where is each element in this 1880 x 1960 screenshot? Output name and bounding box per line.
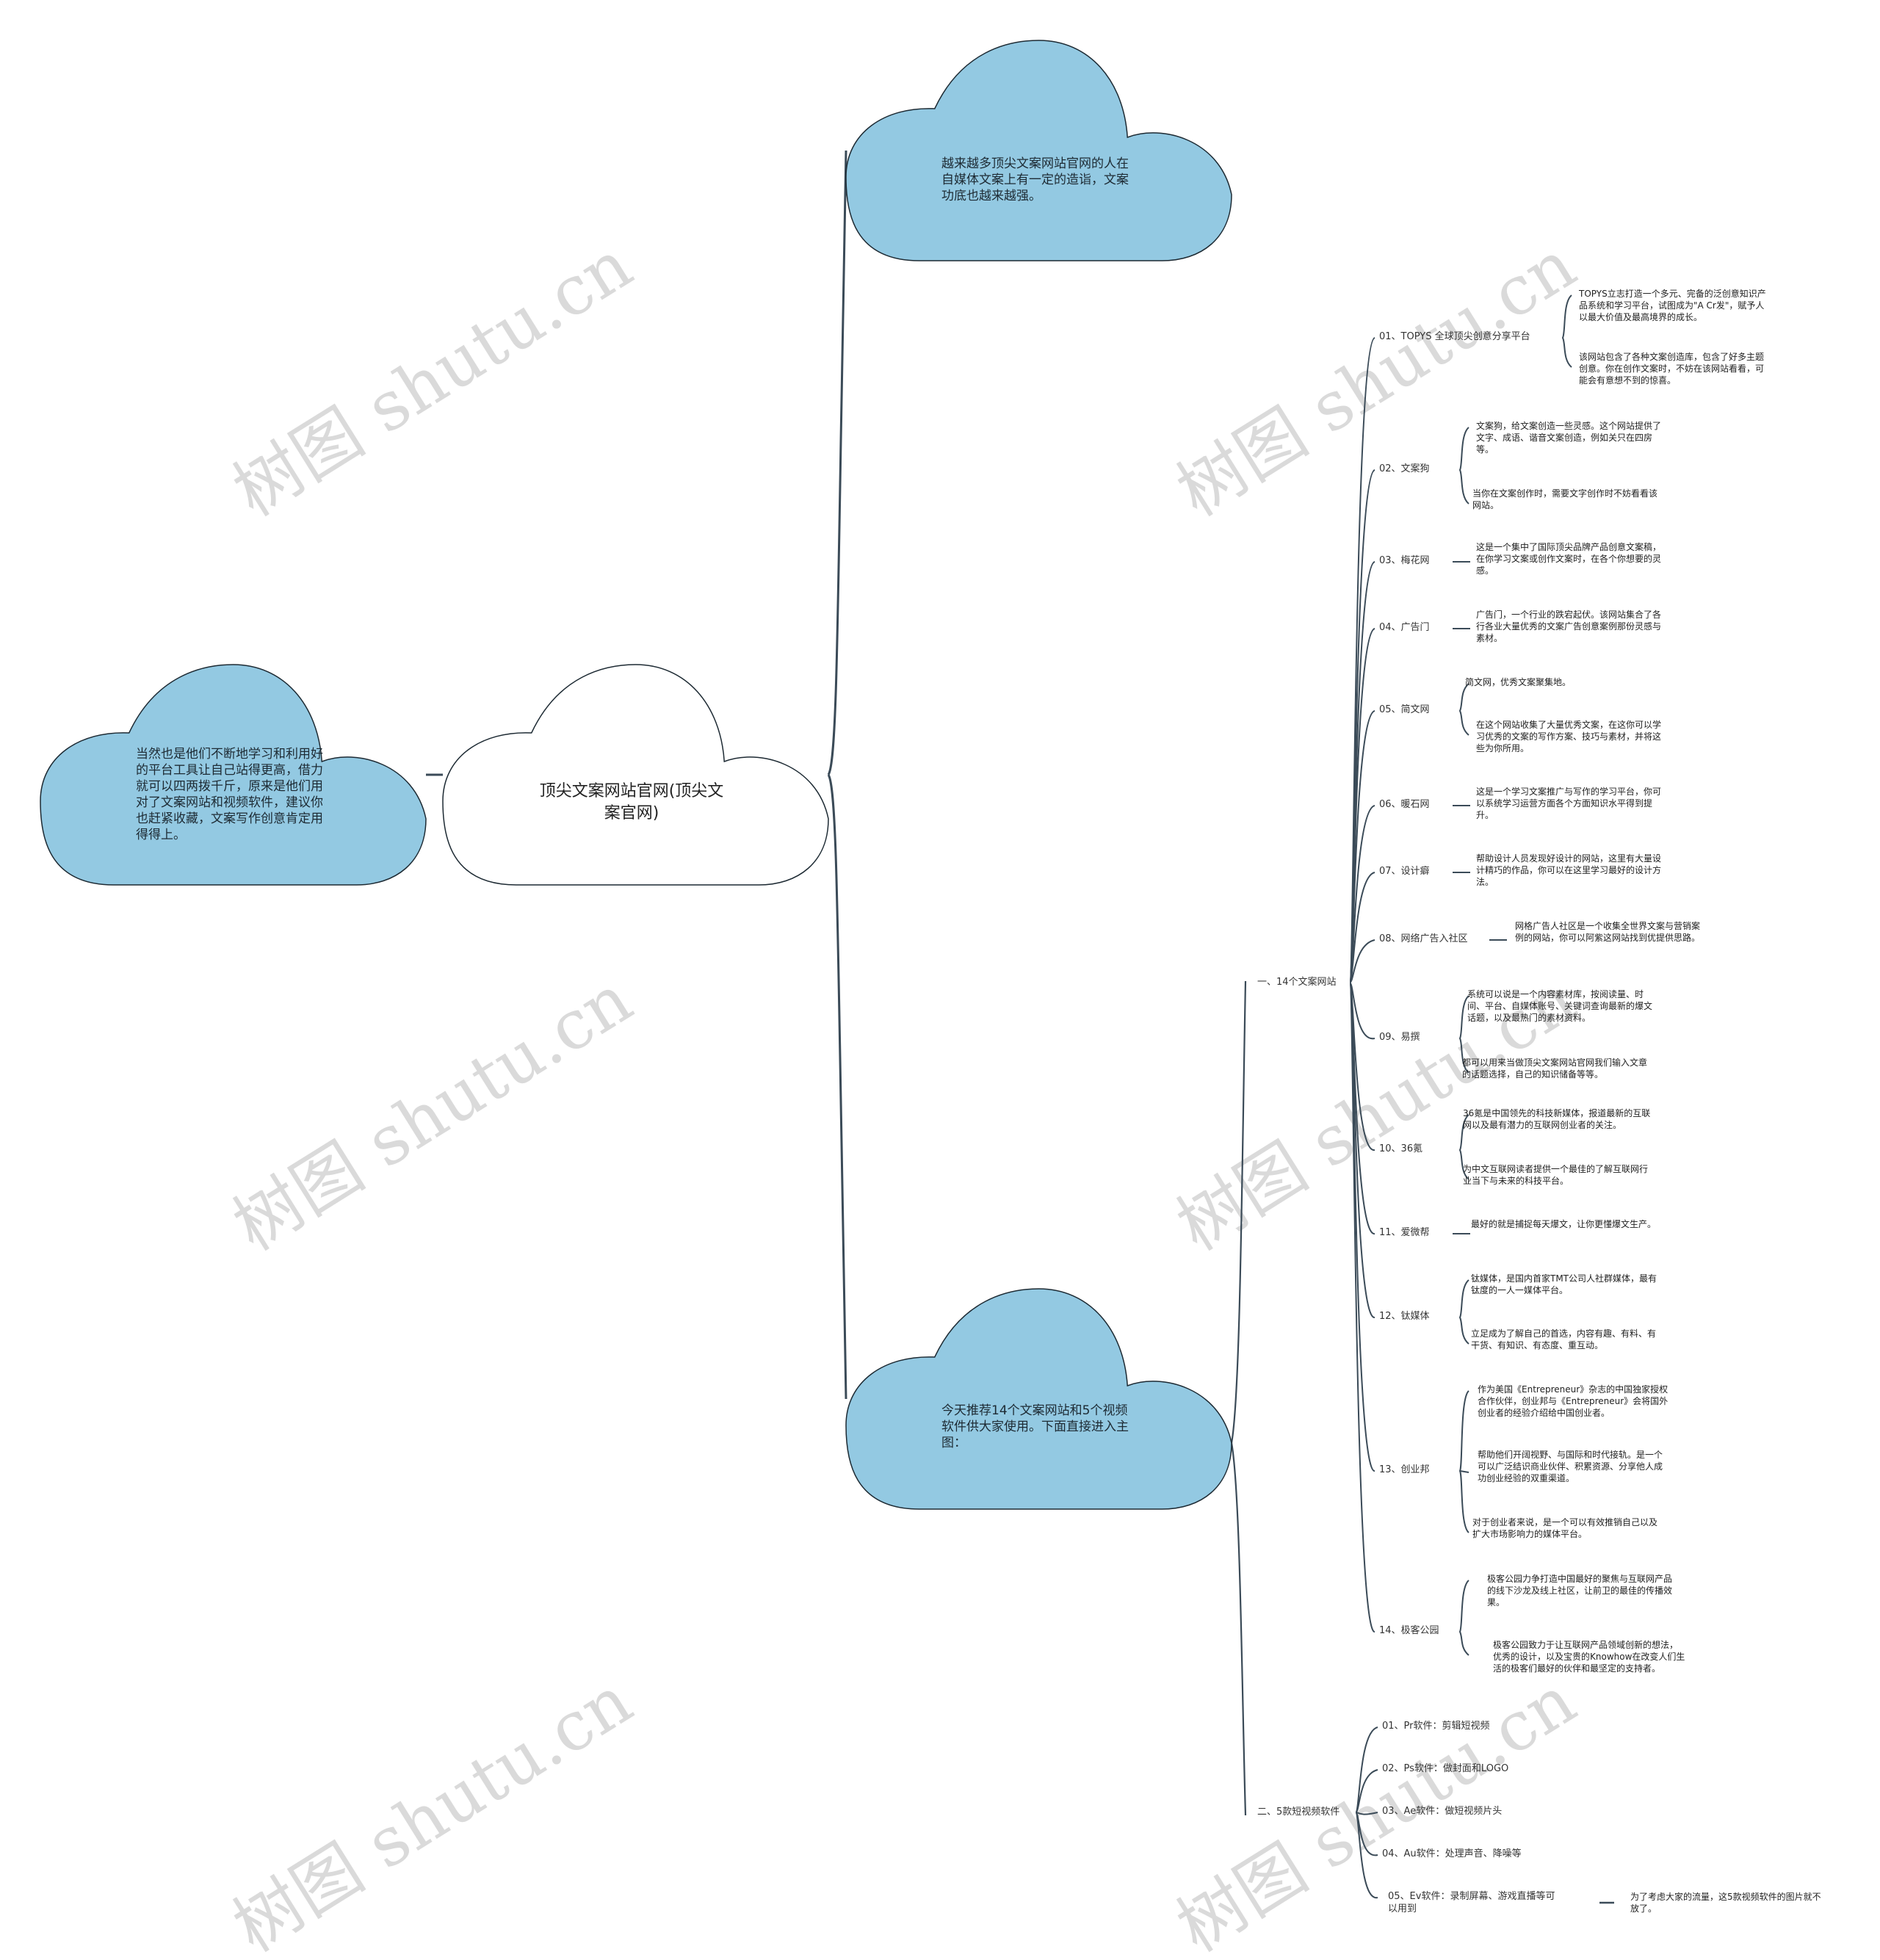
site-detail: 为中文互联网读者提供一个最佳的了解互联网行业当下与未来的科技平台。 (1463, 1164, 1649, 1186)
site-detail: 简文网，优秀文案聚集地。 (1465, 677, 1572, 687)
top-cloud-text: 越来越多顶尖文案网站官网的人在自媒体文案上有一定的造诣，文案功底也越来越强。 (941, 156, 1129, 203)
site-label-11[interactable]: 11、爱微帮 (1379, 1227, 1430, 1238)
site-label-7[interactable]: 07、设计癖 (1379, 866, 1430, 877)
site-label-5[interactable]: 05、简文网 (1379, 704, 1430, 715)
site-label-14[interactable]: 14、极客公园 (1379, 1625, 1439, 1636)
site-detail: 当你在文案创作时，需要文字创作时不妨看看该网站。 (1472, 488, 1658, 510)
trunk-up (827, 150, 847, 775)
branch-video (1230, 1442, 1247, 1816)
watermark: 树图 shutu.cn (220, 960, 645, 1266)
site-detail: 都可以用来当做顶尖文案网站官网我们输入文章的话题选择，自己的知识储备等等。 (1462, 1057, 1648, 1080)
video-label-1[interactable]: 01、Pr软件：剪辑短视频 (1382, 1721, 1490, 1732)
root-topic[interactable]: 顶尖文案网站官网(顶尖文案官网) (539, 782, 724, 822)
site-label-13[interactable]: 13、创业邦 (1379, 1464, 1430, 1475)
site-label-3[interactable]: 03、梅花网 (1379, 555, 1430, 566)
left-cloud-text: 当然也是他们不断地学习和利用好的平台工具让自己站得更高，借力就可以四两拨千斤，原… (136, 747, 323, 842)
site-label-12[interactable]: 12、钛媒体 (1379, 1311, 1430, 1322)
video-label-2[interactable]: 02、Ps软件：做封面和LOGO (1382, 1763, 1509, 1774)
brace-site-2 (1458, 427, 1469, 505)
brace-site-10 (1458, 1114, 1469, 1180)
branch-site-8 (1349, 939, 1375, 983)
branch-video-2 (1355, 1769, 1378, 1813)
root-cloud[interactable] (442, 664, 829, 886)
site-detail: 在这个网站收集了大量优秀文案，在这你可以学习优秀的文案的写作方案、技巧与素材，并… (1476, 720, 1662, 753)
bottom-cloud[interactable] (845, 1288, 1232, 1510)
site-detail: 立足成为了解自己的首选，内容有趣、有料、有干货、有知识、有态度、重互动。 (1471, 1328, 1657, 1350)
site-detail: 对于创业者来说，是一个可以有效推销自己以及扩大市场影响力的媒体平台。 (1472, 1517, 1658, 1539)
top-cloud[interactable] (845, 40, 1232, 261)
brace-site-14 (1458, 1580, 1469, 1656)
branch-site-7 (1349, 872, 1375, 983)
site-detail: 这是一个学习文案推广与写作的学习平台，你可以系统学习运营方面各个方面知识水平得到… (1476, 786, 1662, 820)
site-detail: 帮助他们开阔视野、与国际和时代接轨。是一个可以广泛结识商业伙伴、积累资源、分享他… (1478, 1450, 1663, 1483)
site-detail: 钛媒体，是国内首家TMT公司人社群媒体，最有钛度的一人一媒体平台。 (1471, 1273, 1657, 1295)
site-detail: 系统可以说是一个内容素材库，按阅读量、时间、平台、自媒体账号、关键词查询最新的爆… (1467, 989, 1653, 1023)
site-detail: 极客公园力争打造中国最好的聚焦与互联网产品的线下沙龙及线上社区，让前卫的最佳的传… (1487, 1574, 1673, 1608)
brace-site-9 (1458, 995, 1469, 1074)
brace-site-12 (1458, 1279, 1469, 1345)
site-detail: 极客公园致力于让互联网产品领域创新的想法，优秀的设计，以及宝贵的Knowhow在… (1493, 1640, 1685, 1674)
site-detail: 作为美国《Entrepreneur》杂志的中国独家授权合作伙伴，创业邦与《Ent… (1478, 1384, 1668, 1418)
left-cloud[interactable] (40, 664, 427, 886)
site-label-2[interactable]: 02、文案狗 (1379, 463, 1430, 474)
site-detail: 网格广告人社区是一个收集全世界文案与营销案例的网站，你可以阿紫这网站找到优提供思… (1515, 921, 1701, 943)
brace-site-1 (1561, 294, 1572, 368)
branch-video-5 (1355, 1812, 1378, 1899)
site-detail: TOPYS立志打造一个多元、完备的泛创意知识产品系统和学习平台，试图成为"A C… (1579, 289, 1766, 322)
site-label-9[interactable]: 09、易撰 (1379, 1032, 1420, 1043)
trunk-down (827, 774, 847, 1400)
brace-site-5 (1458, 683, 1469, 736)
video-detail: 为了考虑大家的流量，这5款视频软件的图片就不放了。 (1630, 1892, 1821, 1914)
site-detail: 这是一个集中了国际顶尖品牌产品创意文案稿，在你学习文案或创作文案时，在各个你想要… (1476, 542, 1662, 576)
site-detail: 帮助设计人员发现好设计的网站，这里有大量设计精巧的作品，你可以在这里学习最好的设… (1476, 853, 1662, 887)
site-detail: 最好的就是捕捉每天爆文，让你更懂爆文生产。 (1471, 1219, 1657, 1229)
watermark: 树图 shutu.cn (220, 225, 645, 532)
section-label-video-software[interactable]: 二、5款短视频软件 (1257, 1807, 1340, 1818)
watermark: 树图 shutu.cn (220, 1661, 645, 1960)
bottom-cloud-text: 今天推荐14个文案网站和5个视频软件供大家使用。下面直接进入主图： (941, 1403, 1129, 1450)
site-label-10[interactable]: 10、36氪 (1379, 1143, 1423, 1154)
video-label-4[interactable]: 04、Au软件：处理声音、降噪等 (1382, 1848, 1522, 1859)
video-label-3[interactable]: 03、Ae软件：做短视频片头 (1382, 1806, 1503, 1817)
site-label-8[interactable]: 08、网络广告入社区 (1379, 933, 1468, 944)
site-detail: 广告门，一个行业的跌宕起伏。该网站集合了各行各业大量优秀的文案广告创意案例那份灵… (1476, 610, 1662, 643)
video-label-5[interactable]: 05、Ev软件：录制屏幕、游戏直播等可以用到 (1388, 1891, 1555, 1914)
site-label-4[interactable]: 04、广告门 (1379, 622, 1430, 633)
branch-site-14 (1349, 982, 1375, 1633)
site-label-1[interactable]: 01、TOPYS 全球顶尖创意分享平台 (1379, 331, 1530, 342)
brace-mid-site-13 (1459, 1470, 1469, 1473)
site-detail: 该网站包含了各种文案创造库，包含了好多主题创意。你在创作文案时，不妨在该网站看看… (1579, 352, 1765, 386)
section-label-websites[interactable]: 一、14个文案网站 (1257, 977, 1337, 988)
site-detail: 文案狗，给文案创造一些灵感。这个网站提供了文字、成语、谐音文案创造，例如关只在四… (1476, 421, 1662, 455)
site-label-6[interactable]: 06、暖石网 (1379, 799, 1430, 810)
site-detail: 36氪是中国领先的科技新媒体，报道最新的互联网以及最有潜力的互联网创业者的关注。 (1463, 1108, 1651, 1130)
watermark: 树图 shutu.cn (1164, 225, 1588, 532)
brace-site-13 (1458, 1390, 1469, 1533)
branch-websites (1230, 980, 1247, 1444)
